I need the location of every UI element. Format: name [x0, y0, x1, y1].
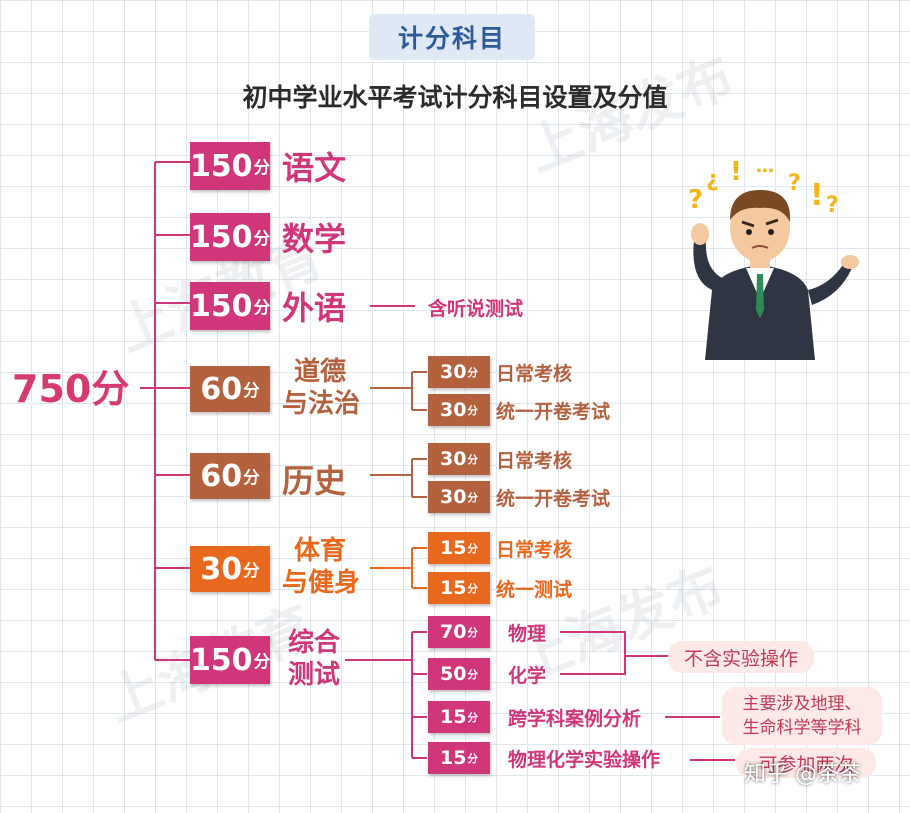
- subject-name-morality-law: 道德 与法治: [282, 356, 360, 420]
- subject-name-foreign-language: 外语: [282, 289, 347, 327]
- score-unit: 分: [467, 582, 478, 595]
- callout-line: 生命科学等学科: [742, 718, 862, 738]
- subject-name-chinese: 语文: [282, 149, 347, 187]
- score-unit: 分: [467, 626, 478, 639]
- score-unit: 分: [467, 711, 478, 724]
- part-label: 物理化学实验操作: [508, 749, 661, 771]
- subject-name-line1: 道德: [294, 357, 347, 387]
- svg-text:?: ?: [826, 193, 839, 218]
- score-value: 30: [440, 486, 467, 508]
- part-label: 统一开卷考试: [496, 488, 611, 510]
- score-value: 15: [440, 747, 467, 769]
- part-label: 化学: [508, 665, 547, 687]
- part-label: 日常考核: [496, 363, 573, 385]
- score-value: 150: [189, 642, 253, 678]
- score-unit: 分: [467, 752, 478, 765]
- score-unit: 分: [253, 229, 271, 248]
- subject-name-comprehensive: 综合 测试: [288, 627, 340, 691]
- page-title: 计分科目: [369, 14, 535, 60]
- page-subtitle: 初中学业水平考试计分科目设置及分值: [242, 83, 668, 112]
- callout-no-experiment: 不含实验操作: [668, 641, 814, 673]
- part-label: 统一开卷考试: [496, 401, 611, 423]
- subject-name-line2: 与健身: [282, 568, 361, 598]
- part-label: 统一测试: [496, 579, 573, 601]
- subject-name-history: 历史: [282, 462, 347, 500]
- part-label: 物理: [508, 623, 547, 645]
- subject-name-line1: 体育: [294, 536, 347, 566]
- score-unit: 分: [253, 652, 271, 671]
- score-unit: 分: [253, 298, 271, 317]
- note-listening-speaking: 含听说测试: [428, 298, 524, 320]
- part-label: 日常考核: [496, 539, 573, 561]
- callout-two-attempts: 可参加两次: [736, 748, 876, 778]
- subject-name-math: 数学: [282, 220, 347, 258]
- part-label: 日常考核: [496, 450, 573, 472]
- score-unit: 分: [253, 158, 271, 177]
- score-value: 30: [440, 361, 467, 383]
- score-value: 60: [200, 458, 243, 494]
- score-value: 30: [200, 551, 243, 587]
- score-value: 70: [440, 621, 467, 643]
- score-value: 15: [440, 577, 467, 599]
- score-value: 60: [200, 371, 243, 407]
- score-unit: 分: [243, 468, 260, 487]
- part-label: 跨学科案例分析: [508, 708, 642, 730]
- score-unit: 分: [467, 366, 478, 379]
- score-value: 30: [440, 399, 467, 421]
- score-unit: 分: [243, 561, 260, 580]
- score-value: 15: [440, 537, 467, 559]
- score-value: 150: [189, 288, 253, 324]
- score-unit: 分: [467, 453, 478, 466]
- subject-name-line2: 与法治: [282, 389, 361, 419]
- score-value: 150: [189, 148, 253, 184]
- source-credit: 知乎 @茶茶: [744, 762, 861, 787]
- svg-text:!: !: [810, 178, 824, 213]
- total-score: 750分: [12, 367, 130, 411]
- score-value: 150: [189, 219, 253, 255]
- score-unit: 分: [467, 404, 478, 417]
- svg-text:?: ?: [788, 171, 801, 196]
- svg-text:?: ?: [688, 185, 703, 215]
- score-unit: 分: [467, 491, 478, 504]
- confused-man-illustration: ? ¿ ! … ? ! ?: [688, 156, 859, 360]
- subject-name-line1: 综合: [288, 628, 341, 658]
- score-unit: 分: [467, 542, 478, 555]
- subject-name-pe: 体育 与健身: [282, 535, 360, 599]
- score-unit: 分: [467, 668, 478, 681]
- score-value: 30: [440, 448, 467, 470]
- score-unit: 分: [243, 381, 260, 400]
- svg-text:¿: ¿: [706, 167, 719, 192]
- subject-name-line2: 测试: [288, 660, 341, 690]
- callout-cross-subject: 主要涉及地理、 生命科学等学科: [722, 687, 882, 745]
- score-value: 15: [440, 706, 467, 728]
- svg-text:!: !: [730, 157, 742, 187]
- score-value: 50: [440, 663, 467, 685]
- svg-text:…: …: [756, 156, 774, 177]
- callout-line: 主要涉及地理、: [742, 694, 862, 714]
